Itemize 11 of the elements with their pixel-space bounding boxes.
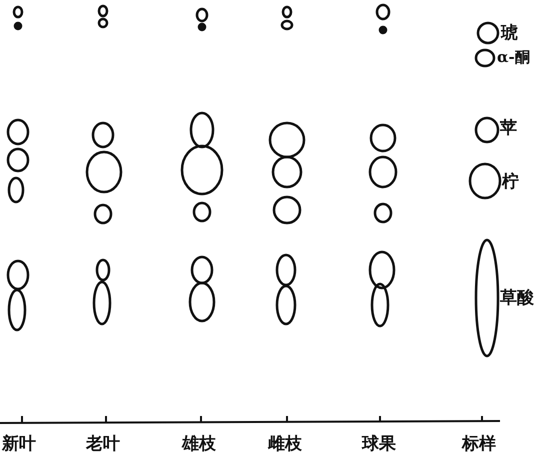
lane-label: 标样 [462,436,496,453]
standard-label: 草酸 [500,290,534,307]
lane-label: 雌枝 [268,436,302,453]
lane-label: 雄枝 [182,436,216,453]
lane-label: 新叶 [2,436,36,453]
standard-label: 苹 [500,120,517,137]
lane-label: 球果 [362,436,396,453]
lane-label: 老叶 [86,436,120,453]
standard-label: 琥 [501,25,518,42]
standard-label: 柠 [502,174,519,191]
standard-label: α-酮 [497,50,530,65]
